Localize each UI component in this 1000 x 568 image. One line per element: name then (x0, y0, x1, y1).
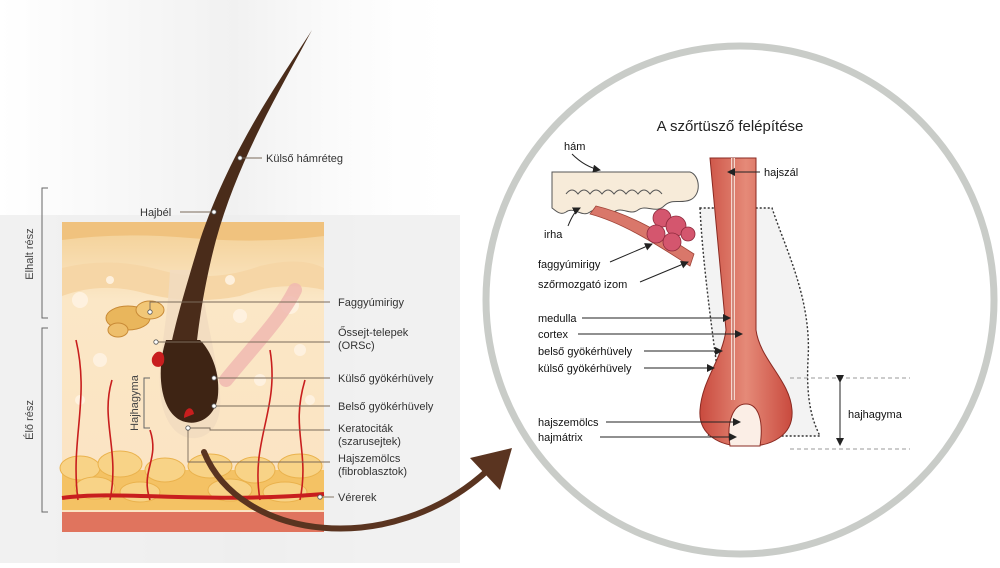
label-inner-root-sheath: Belső gyökérhüvely (338, 401, 434, 413)
label-outer-sheath: külső gyökérhüvely (538, 363, 632, 375)
dermal-papilla (184, 408, 194, 418)
label-keratocytes-1: Keratociták (338, 423, 394, 435)
stem-cell-mark (151, 351, 165, 367)
label-inner-sheath: belső gyökérhüvely (538, 346, 633, 358)
label-papilla-1: Hajszemölcs (338, 453, 401, 465)
label-papilla: hajszemölcs (538, 417, 599, 429)
blood-vessel (61, 492, 325, 500)
label-outer-cuticle: Külső hámréteg (266, 153, 343, 165)
left-brackets (41, 187, 150, 513)
right-title: A szőrtüsző felépítése (657, 118, 804, 135)
label-medulla: medulla (538, 313, 577, 325)
right-leader-lines (567, 153, 760, 441)
bracket-bulb-label: Hajhagyma (129, 374, 141, 431)
label-keratocytes-2: (szarusejtek) (338, 436, 401, 448)
skin-cross-section (59, 30, 325, 532)
label-sebaceous-right: faggyúmirigy (538, 259, 601, 271)
arrector-muscle-right (589, 205, 695, 267)
arrector-muscle (219, 283, 302, 387)
label-arrector: szőrmozgató izom (538, 279, 627, 291)
label-hair-shaft: hajszál (764, 167, 798, 179)
hair-shaft (170, 30, 312, 350)
muscle-layer (62, 512, 324, 532)
label-cortex: cortex (538, 329, 568, 341)
label-dermis: irha (544, 229, 563, 241)
stratum-corneum (62, 222, 324, 241)
fat-layer (59, 450, 324, 510)
hair-bulb (160, 340, 219, 423)
label-papilla-2: (fibroblasztok) (338, 466, 407, 478)
bracket-live-label: Élő rész (23, 400, 36, 440)
label-outer-root-sheath: Külső gyökérhüvely (338, 373, 434, 385)
left-leader-lines (149, 157, 334, 498)
label-bulb: hajhagyma (848, 409, 903, 421)
bracket-dead-label: Elhalt rész (24, 228, 36, 279)
left-leader-dots (147, 155, 323, 500)
label-matrix: hajmátrix (538, 432, 583, 444)
sebaceous-gland (105, 300, 165, 338)
sebaceous-gland-right (646, 208, 696, 252)
bulb-guides (790, 377, 910, 450)
label-hair-medulla: Hajbél (140, 207, 171, 219)
label-vessels: Vérerek (338, 492, 377, 504)
label-epidermis: hám (564, 141, 585, 153)
label-sebaceous-left: Faggyúmirigy (338, 297, 405, 309)
label-stem-cells-2: (ORSc) (338, 340, 375, 352)
connector-arrow-head (470, 448, 512, 490)
capillaries (75, 339, 306, 501)
papilla-right (728, 403, 762, 447)
connector-arrow (201, 449, 491, 532)
label-stem-cells-1: Őssejt-telepek (338, 325, 409, 339)
epidermis-ridges (565, 189, 663, 195)
